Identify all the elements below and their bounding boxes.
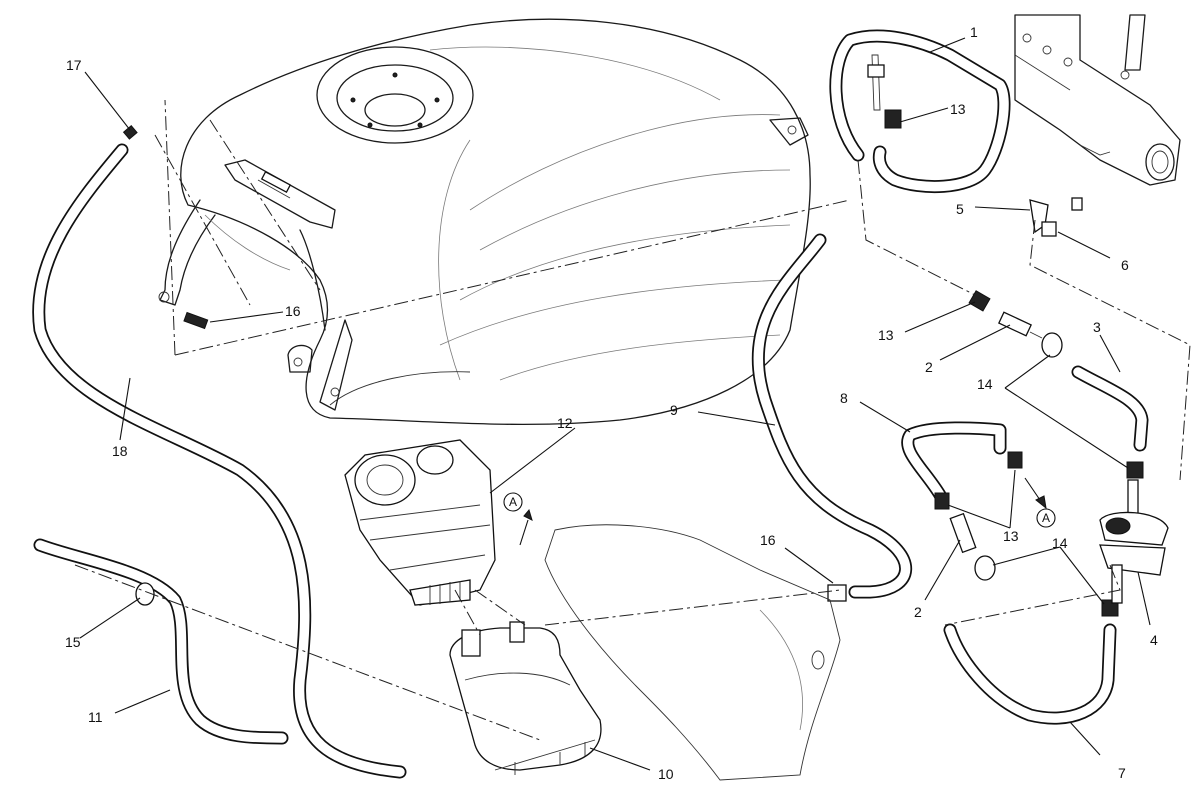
label-2-lower: 2 [914,604,922,620]
label-16-upper: 16 [285,303,301,319]
label-14-upper: 14 [977,376,993,392]
connector-2-lower [949,512,977,554]
label-13-mid: 13 [878,327,894,343]
label-2-upper: 2 [925,359,933,375]
label-11: 11 [88,709,103,725]
frame-bracket [1014,14,1181,186]
label-3: 3 [1093,319,1101,335]
fitting-13-left [934,492,950,510]
clamp-15 [135,582,155,606]
label-leaders [79,37,1151,771]
connector-2-top [998,311,1043,339]
clamp-17 [122,125,138,140]
part-number-labels: 1 2 2 3 4 5 6 7 8 9 10 11 12 13 13 13 14… [65,24,1158,782]
label-14-lower: 14 [1052,535,1068,551]
hose-11 [33,538,289,745]
label-16-lower: 16 [760,532,776,548]
label-4: 4 [1150,632,1158,648]
screw-6 [1041,197,1083,237]
fuel-tank [180,18,811,426]
reference-marker-a-left: A [503,492,523,512]
svg-text:A: A [1042,511,1050,525]
hose-18 [32,143,407,779]
clamp-14-lower [974,555,996,581]
fitting-13-top [867,54,902,129]
canister-10 [449,621,602,775]
label-18: 18 [112,443,128,459]
label-5: 5 [956,201,964,217]
label-1: 1 [970,24,978,40]
tank-bracket [158,159,336,331]
label-15: 15 [65,634,81,650]
svg-text:A: A [509,495,517,509]
hose-7 [943,623,1117,725]
label-6: 6 [1121,257,1129,273]
fitting-13-right [1007,451,1023,469]
label-17: 17 [66,57,82,73]
clamp-16-upper [183,311,209,330]
label-13-top: 13 [950,101,966,117]
hose-1 [829,29,1011,193]
canister-12 [344,439,496,606]
reference-arrows [519,477,1047,546]
side-cover [544,524,841,781]
clamp-14-right-upper [1126,461,1144,479]
hose-8 [901,421,1007,502]
label-7: 7 [1118,765,1126,781]
hose-9 [751,233,913,599]
clamp-16-lower [827,584,847,602]
clamp-14-right-lower [1101,599,1119,617]
label-10: 10 [658,766,674,782]
label-8: 8 [840,390,848,406]
label-12: 12 [557,415,573,431]
label-13-lower: 13 [1003,528,1019,544]
valve-4 [1099,479,1169,604]
fitting-13-mid [968,290,991,312]
clamp-14-top [1041,332,1063,358]
assembly-lines [74,99,1191,741]
hose-3 [1071,365,1149,452]
reference-marker-a-right: A [1036,508,1056,528]
label-9: 9 [670,402,678,418]
